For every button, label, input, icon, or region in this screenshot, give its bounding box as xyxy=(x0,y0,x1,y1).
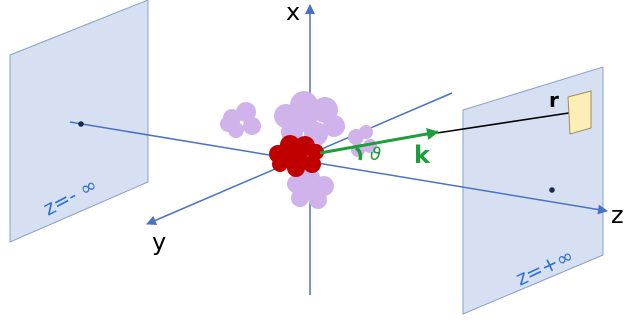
left-plane-point xyxy=(78,121,84,127)
right-plane xyxy=(462,66,604,315)
z-axis xyxy=(69,121,608,215)
diffuse-cloud-bottom xyxy=(287,168,334,209)
left-plane xyxy=(9,0,149,243)
k-label: k xyxy=(414,141,431,169)
r-label: r xyxy=(549,88,559,112)
z-axis-label: z xyxy=(611,201,624,229)
angle-arc xyxy=(354,146,363,161)
detector-patch xyxy=(567,90,592,135)
scatterer-core xyxy=(269,135,324,177)
right-plane-point xyxy=(549,187,555,193)
y-axis-label: y xyxy=(152,228,166,256)
angle-label: ϑ xyxy=(370,144,381,165)
x-axis-label: x xyxy=(286,0,300,26)
diffuse-cloud-top-left xyxy=(220,102,261,138)
r-vector xyxy=(436,107,583,134)
k-vector xyxy=(319,128,439,155)
